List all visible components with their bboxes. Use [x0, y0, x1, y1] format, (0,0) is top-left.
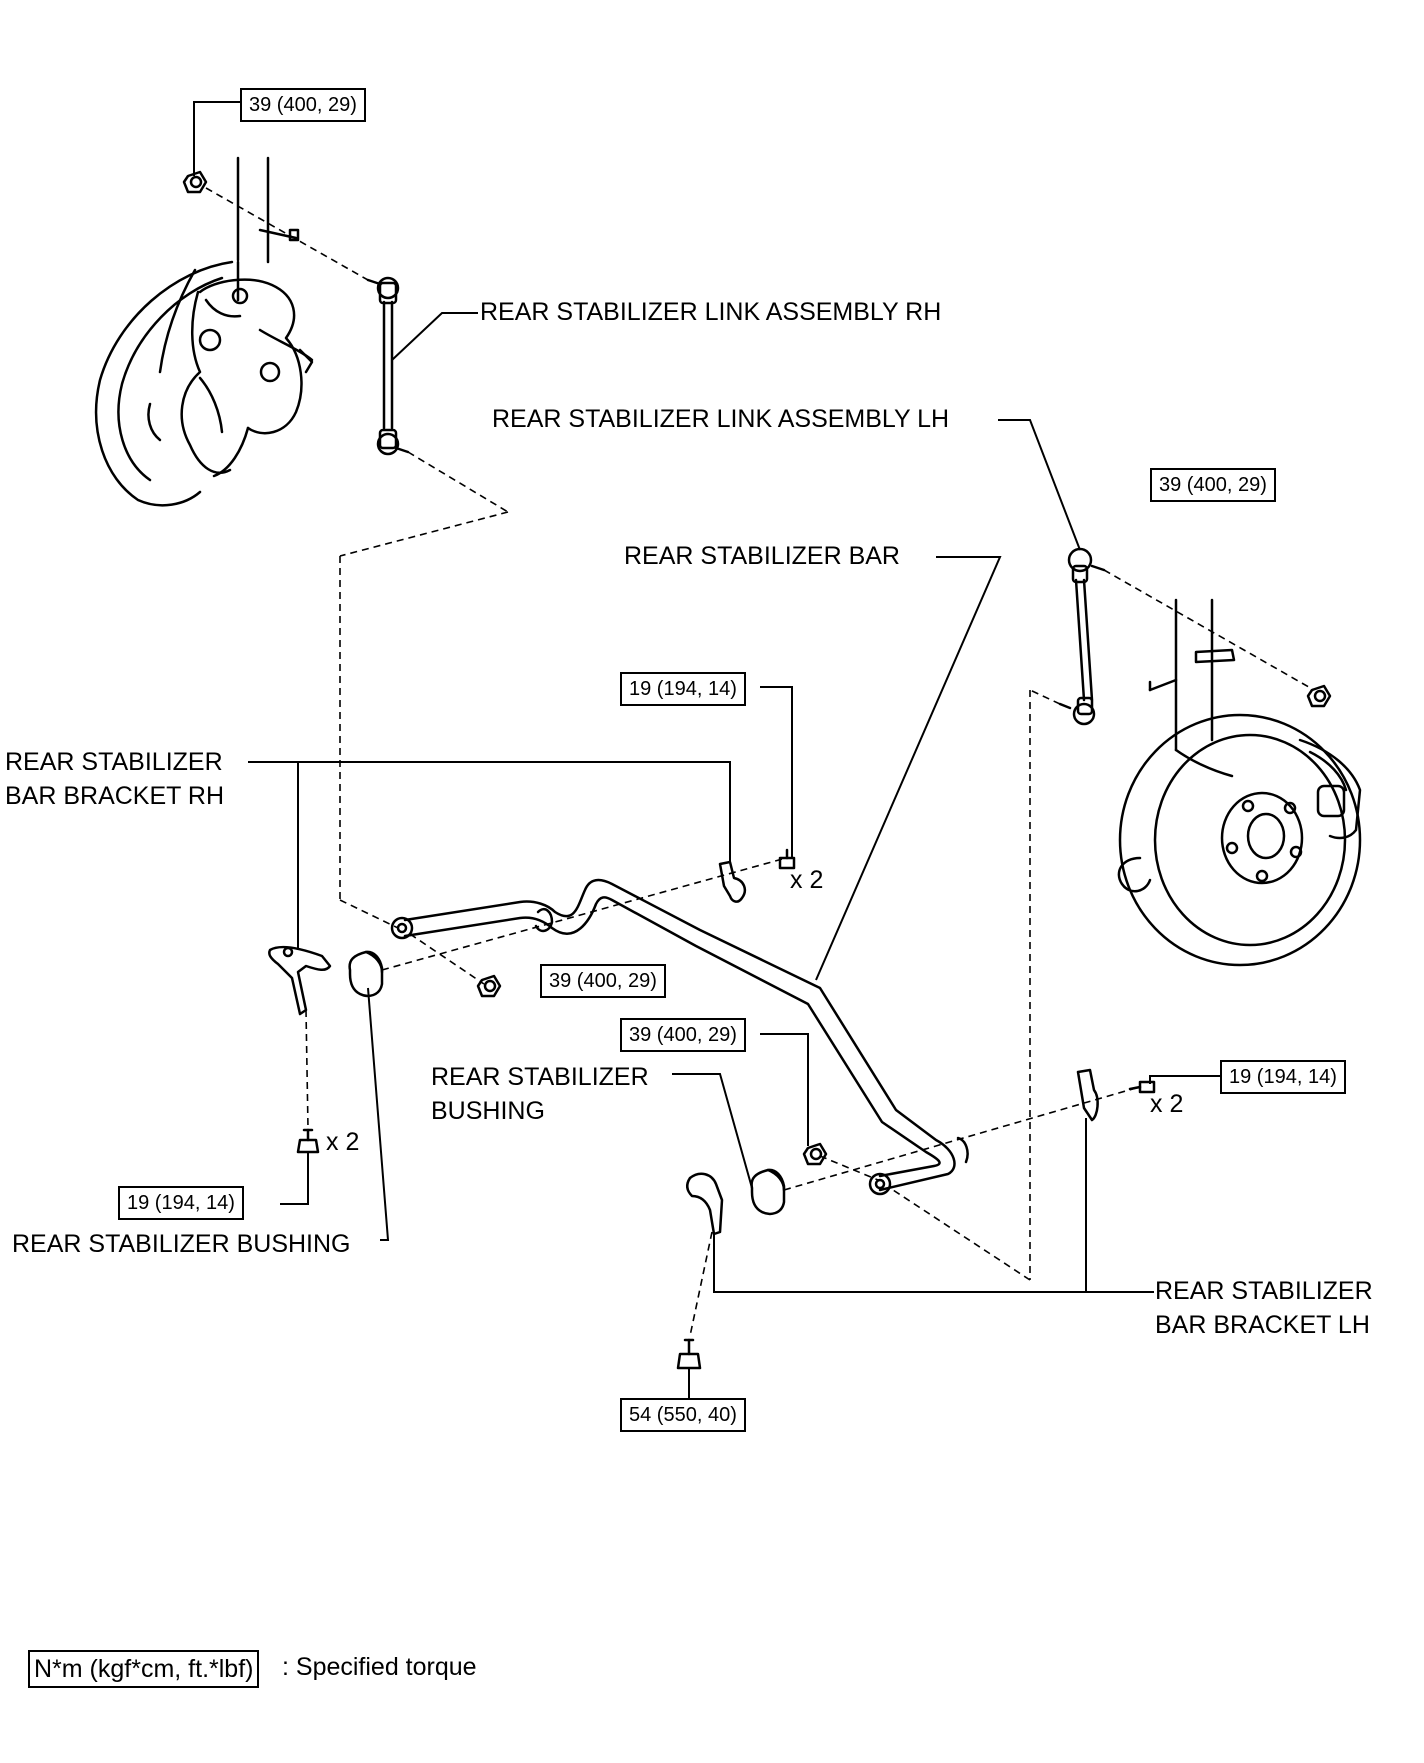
torque-bracket-lh-bolt: 19 (194, 14)	[1220, 1060, 1346, 1094]
stabilizer-link-lh-illustration	[1058, 547, 1106, 726]
label-bushing-upper-line1: REAR STABILIZER	[431, 1063, 649, 1091]
nut-rh-upper	[182, 170, 208, 194]
nut-bar-rh	[476, 974, 502, 998]
torque-link-rh-nut: 39 (400, 29)	[240, 88, 366, 122]
stabilizer-bar-illustration	[390, 878, 969, 1196]
label-bushing-lower: REAR STABILIZER BUSHING	[12, 1230, 351, 1258]
label-bracket-rh-line2: BAR BRACKET RH	[5, 782, 225, 810]
dashed-alignment-lines	[205, 187, 1315, 1337]
qty-rh-lower: x 2	[326, 1128, 360, 1156]
torque-bar-link-nut-rh: 39 (400, 29)	[540, 964, 666, 998]
nut-bar-lh	[802, 1142, 828, 1166]
qty-rh-upper: x 2	[790, 866, 824, 894]
label-link-lh: REAR STABILIZER LINK ASSEMBLY LH	[492, 405, 950, 433]
bolt-rh-upper	[778, 848, 796, 870]
torque-link-lh-nut: 39 (400, 29)	[1150, 468, 1276, 502]
torque-bracket-bolt-bottom: 54 (550, 40)	[620, 1398, 746, 1432]
stabilizer-link-rh-illustration	[366, 276, 410, 456]
leader-lines	[193, 101, 1220, 1398]
bolt-bottom	[676, 1338, 702, 1370]
label-bar: REAR STABILIZER BAR	[624, 542, 900, 570]
torque-bracket-rh-bolt-upper: 19 (194, 14)	[620, 672, 746, 706]
bushing-lh-illustration	[750, 1168, 786, 1216]
rh-knuckle-hub-illustration	[94, 156, 314, 507]
torque-bracket-rh-bolt-lower: 19 (194, 14)	[118, 1186, 244, 1220]
nut-lh-upper	[1306, 684, 1332, 708]
bracket-rh-upper-illustration	[718, 860, 746, 903]
torque-bar-link-nut-lh: 39 (400, 29)	[620, 1018, 746, 1052]
bushing-rh-illustration	[348, 950, 384, 998]
bracket-lh-lower-illustration	[686, 1172, 724, 1236]
label-link-rh: REAR STABILIZER LINK ASSEMBLY RH	[480, 298, 942, 326]
bolt-rh-lower	[296, 1128, 320, 1154]
bracket-lh-upper-illustration	[1076, 1068, 1099, 1122]
label-bushing-upper-line2: BUSHING	[431, 1097, 545, 1125]
legend-text: : Specified torque	[282, 1653, 477, 1681]
bracket-rh-lower-illustration	[268, 945, 332, 1016]
label-bracket-lh-line1: REAR STABILIZER	[1155, 1277, 1373, 1305]
qty-lh: x 2	[1150, 1090, 1184, 1118]
label-bracket-lh-line2: BAR BRACKET LH	[1155, 1311, 1370, 1339]
lh-knuckle-hub-illustration	[1117, 598, 1362, 967]
label-bracket-rh-line1: REAR STABILIZER	[5, 748, 223, 776]
legend-units-box: N*m (kgf*cm, ft.*lbf)	[28, 1650, 260, 1688]
